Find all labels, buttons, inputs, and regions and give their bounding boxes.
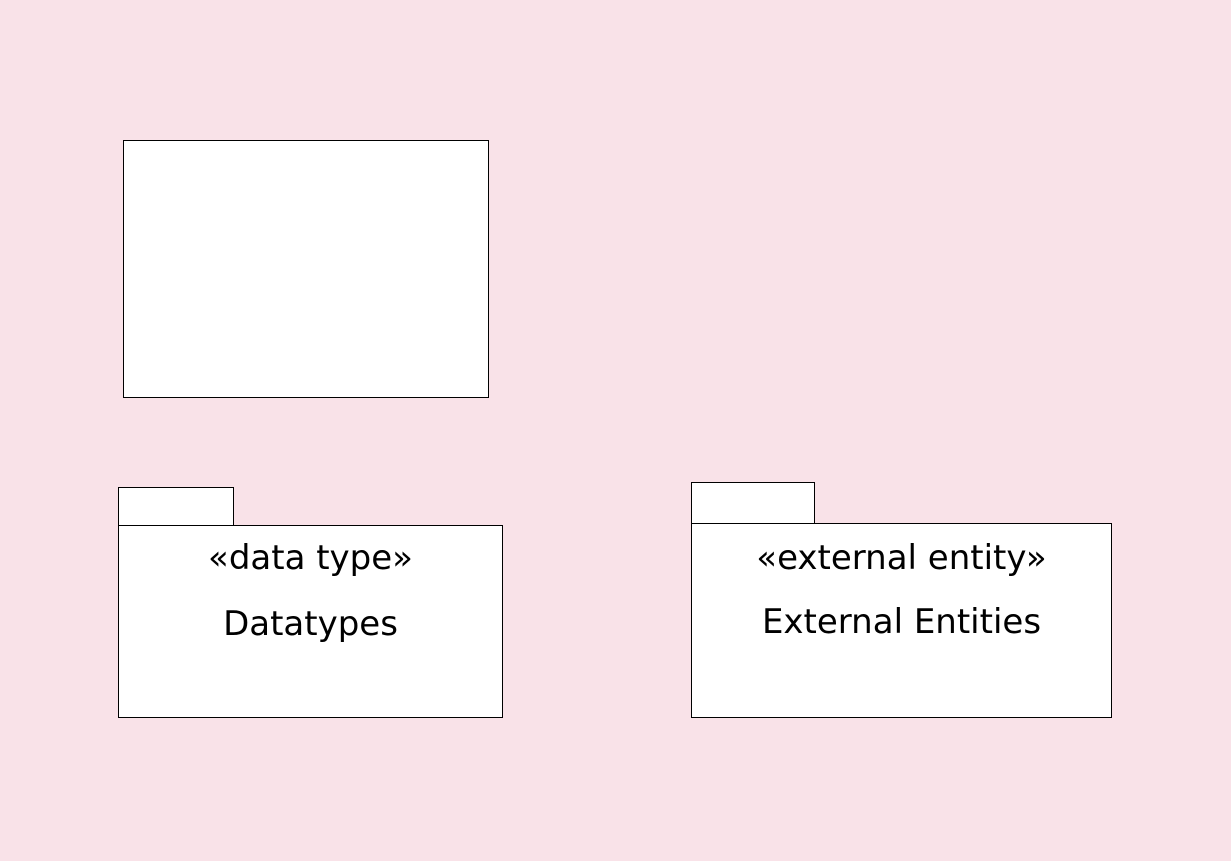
package-name: External Entities: [761, 602, 1042, 642]
package-stereotype: «data type»: [208, 538, 413, 578]
package-name: Datatypes: [223, 604, 398, 644]
package-tab: [691, 482, 815, 525]
package-stereotype: «external entity»: [756, 538, 1047, 578]
package-tab: [118, 487, 234, 527]
package-body: «external entity» External Entities: [691, 523, 1112, 718]
package-external-entities[interactable]: «external entity» External Entities: [691, 482, 1112, 718]
empty-class-box[interactable]: [123, 140, 489, 398]
package-datatypes[interactable]: «data type» Datatypes: [118, 487, 503, 718]
package-body: «data type» Datatypes: [118, 525, 503, 718]
